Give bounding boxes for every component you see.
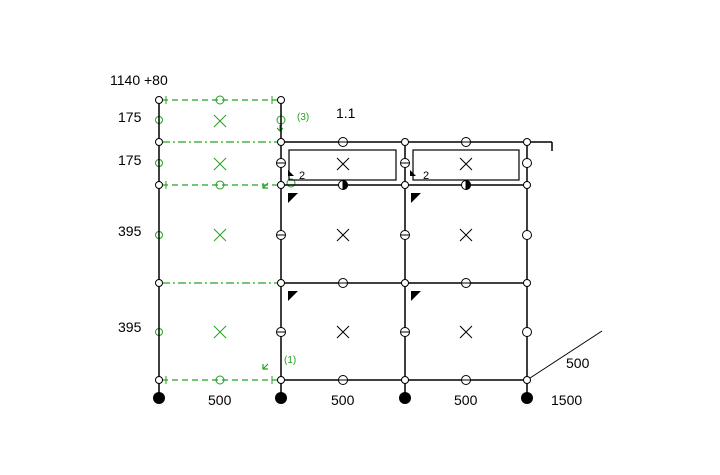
cross-icon xyxy=(336,325,350,339)
cross-icon xyxy=(459,325,473,339)
existing-tag-top: (3) xyxy=(297,112,309,123)
node-icon xyxy=(401,138,409,146)
existing-cross-icons xyxy=(213,114,227,339)
scaffold-frame xyxy=(158,100,603,393)
corner-triangle-icon xyxy=(411,193,421,203)
node-icon xyxy=(277,138,285,146)
cross-icon xyxy=(336,157,350,171)
section-title: 1.1 xyxy=(336,105,356,121)
node-icon xyxy=(155,279,163,287)
node-icon xyxy=(277,279,285,287)
corner-icons xyxy=(288,170,421,301)
node-icon xyxy=(277,96,285,104)
support-icons xyxy=(153,392,533,404)
coupler-icon xyxy=(522,158,532,168)
node-icon xyxy=(401,279,409,287)
panel-number-left: 2 xyxy=(299,170,305,182)
support-icon xyxy=(275,392,287,404)
cross-icon xyxy=(459,157,473,171)
existing-arrow-icon xyxy=(262,182,269,189)
ledger-coupler-icons xyxy=(338,137,471,385)
width-label-col3: 500 xyxy=(454,392,478,408)
corner-triangle-icon xyxy=(288,170,294,176)
half-filled-fill xyxy=(342,179,348,191)
existing-tag-bottom: (1) xyxy=(284,355,296,366)
top-height-label: 1140 +80 xyxy=(110,72,168,88)
cross-icon xyxy=(213,114,227,128)
corner-triangle-icon xyxy=(288,193,298,203)
support-icon xyxy=(399,392,411,404)
node-icon xyxy=(155,138,163,146)
node-icon xyxy=(155,181,163,189)
depth-line xyxy=(526,330,603,381)
width-label-col2: 500 xyxy=(331,392,355,408)
panel-number-right: 2 xyxy=(423,170,429,182)
coupler-icon xyxy=(522,327,532,337)
coupler-icon xyxy=(522,230,532,240)
node-icon xyxy=(155,96,163,104)
cross-icon xyxy=(213,325,227,339)
cross-icon xyxy=(213,228,227,242)
corner-triangle-icon xyxy=(410,170,416,176)
cell-cross-icons xyxy=(336,157,473,339)
node-icons xyxy=(155,96,531,384)
existing-hinge-icon xyxy=(215,375,225,385)
total-width-label: 1500 xyxy=(551,392,582,408)
half-filled-fill xyxy=(465,179,471,191)
coupler-mark xyxy=(277,162,409,333)
width-label-col1: 500 xyxy=(208,392,232,408)
corner-triangle-icon xyxy=(288,291,298,301)
half-filled-icons xyxy=(338,179,471,191)
existing-hinge-icon xyxy=(215,95,225,105)
support-icon xyxy=(521,392,533,404)
existing-hinge-icon xyxy=(215,180,225,190)
row2-height-label: 175 xyxy=(118,152,142,168)
existing-bay xyxy=(155,95,296,385)
depth-label: 500 xyxy=(566,355,590,371)
cross-icon xyxy=(213,157,227,171)
node-icon xyxy=(401,181,409,189)
node-icon xyxy=(523,376,531,384)
node-icon xyxy=(155,376,163,384)
standard-coupler-icons xyxy=(276,158,532,337)
corner-triangle-icon xyxy=(411,291,421,301)
cross-icon xyxy=(336,228,350,242)
row1-height-label: 175 xyxy=(118,109,142,125)
node-icon xyxy=(277,181,285,189)
row3-height-label: 395 xyxy=(118,223,142,239)
existing-arrow-icon xyxy=(276,125,284,132)
coupler-mark xyxy=(339,141,470,381)
cross-icon xyxy=(459,228,473,242)
existing-hinge-icon xyxy=(286,178,296,188)
node-icon xyxy=(523,181,531,189)
row4-height-label: 395 xyxy=(118,319,142,335)
node-icon xyxy=(523,279,531,287)
node-icon xyxy=(523,138,531,146)
existing-arrow-icon xyxy=(262,363,269,370)
node-icon xyxy=(277,376,285,384)
support-icon xyxy=(153,392,165,404)
node-icon xyxy=(401,376,409,384)
